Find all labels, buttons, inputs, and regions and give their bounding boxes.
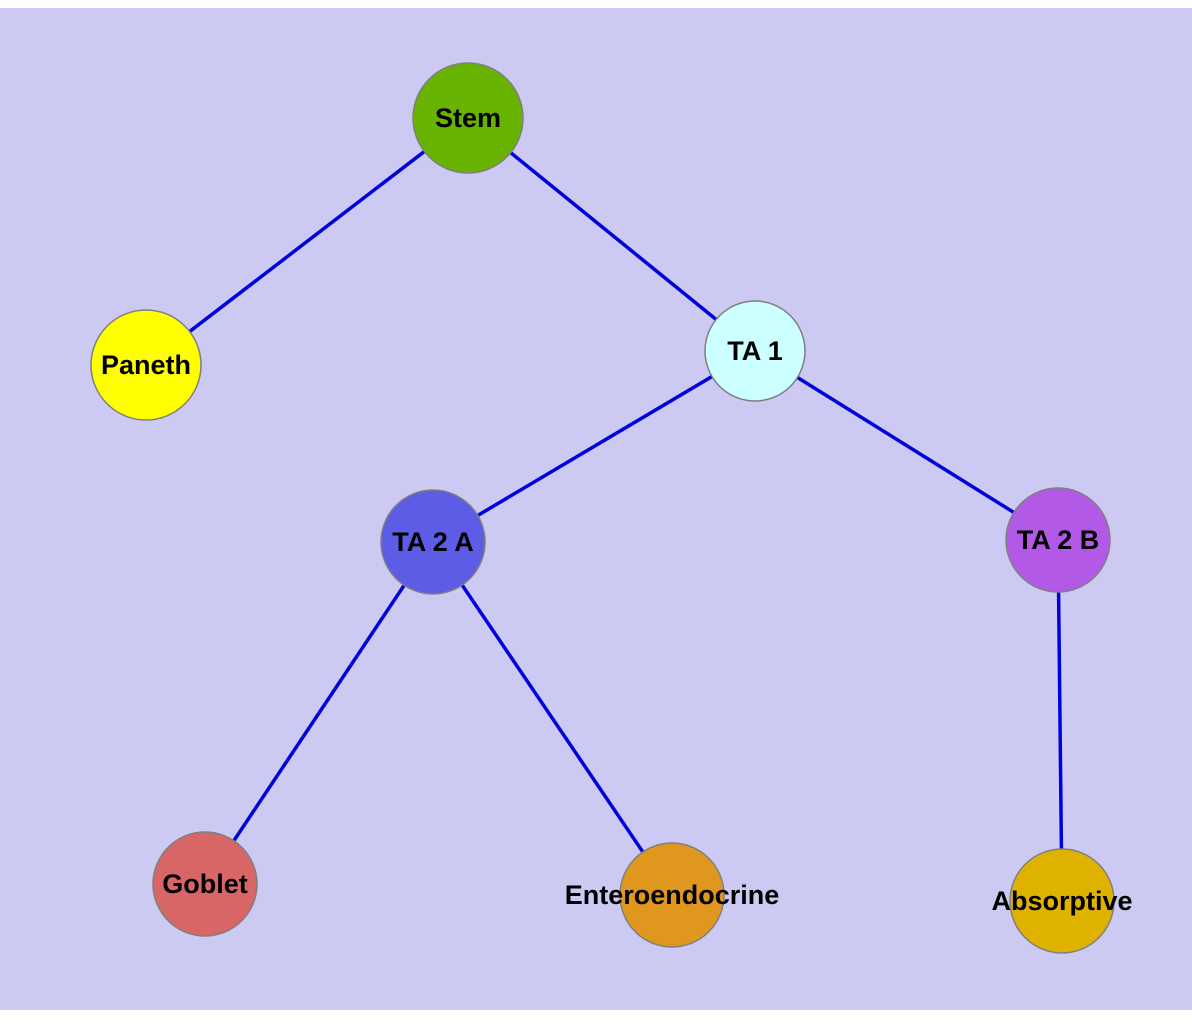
- edge-ta1-ta2a: [432, 349, 756, 544]
- edge-ta2a-goblet: [203, 541, 435, 885]
- edge-stem-paneth: [144, 116, 470, 367]
- edge-ta2b-absorptive: [1056, 539, 1064, 902]
- edge-ta2a-enteroendocrine: [431, 541, 674, 896]
- node-ta2a: TA 2 A: [380, 489, 486, 595]
- node-ta2a-circle: [380, 489, 486, 595]
- node-paneth: Paneth: [90, 309, 202, 421]
- edge-stem-ta1: [466, 116, 757, 353]
- node-paneth-circle: [90, 309, 202, 421]
- node-enteroendocrine-circle: [619, 842, 725, 948]
- node-ta1: TA 1: [704, 300, 806, 402]
- node-goblet-circle: [152, 831, 258, 937]
- node-ta2b-circle: [1005, 487, 1111, 593]
- edge-ta1-ta2b: [754, 349, 1059, 542]
- edges-layer: [144, 116, 1064, 902]
- node-stem-circle: [412, 62, 524, 174]
- node-ta1-circle: [704, 300, 806, 402]
- node-stem: Stem: [412, 62, 524, 174]
- node-ta2b: TA 2 B: [1005, 487, 1111, 593]
- node-goblet: Goblet: [152, 831, 258, 937]
- node-absorptive-circle: [1009, 848, 1115, 954]
